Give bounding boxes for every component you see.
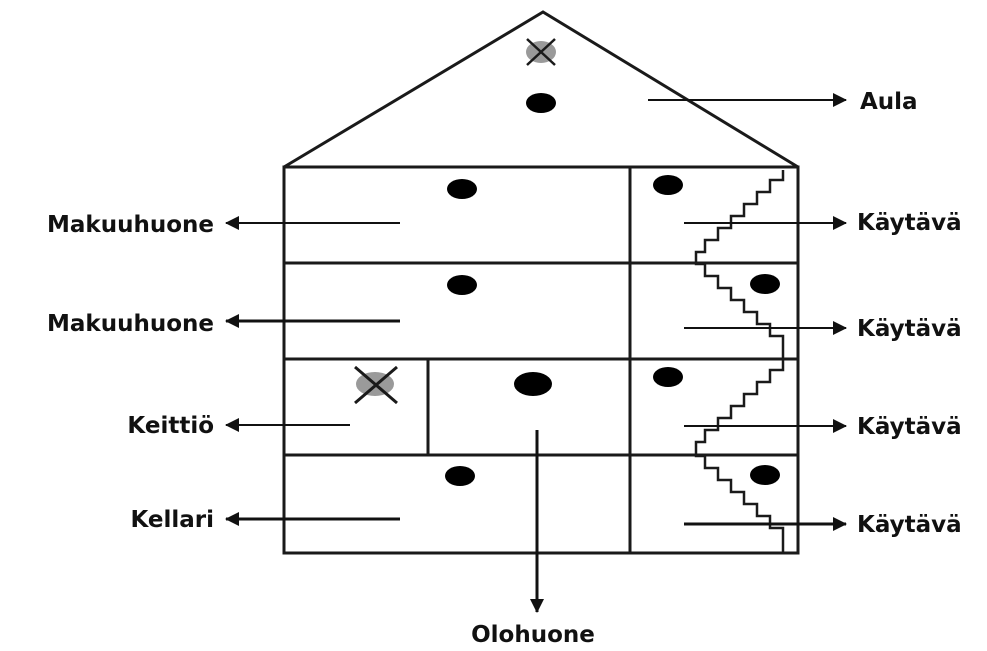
label-hallway-4: Käytävä xyxy=(857,512,962,538)
light-dot xyxy=(750,465,780,485)
light-dot xyxy=(447,275,477,295)
house-body xyxy=(282,165,800,555)
roof xyxy=(283,10,799,169)
label-attic: Aula xyxy=(860,89,918,115)
label-living-room: Olohuone xyxy=(471,622,595,648)
light-dot xyxy=(514,372,552,396)
label-bedroom-upper: Makuuhuone xyxy=(47,212,214,238)
lights xyxy=(445,93,780,486)
light-dot xyxy=(526,93,556,113)
light-dot xyxy=(445,466,475,486)
x-marker xyxy=(354,365,398,405)
light-dot xyxy=(447,179,477,199)
light-dot xyxy=(653,367,683,387)
label-hallway-3: Käytävä xyxy=(857,414,962,440)
light-dot xyxy=(653,175,683,195)
label-basement: Kellari xyxy=(130,507,214,533)
label-hallway-1: Käytävä xyxy=(857,210,962,236)
label-kitchen: Keittiö xyxy=(127,413,214,439)
staircase xyxy=(694,170,785,552)
x-marker xyxy=(526,38,556,66)
label-hallway-2: Käytävä xyxy=(857,316,962,342)
light-dot xyxy=(750,274,780,294)
arrows xyxy=(225,93,847,613)
label-bedroom-lower: Makuuhuone xyxy=(47,311,214,337)
